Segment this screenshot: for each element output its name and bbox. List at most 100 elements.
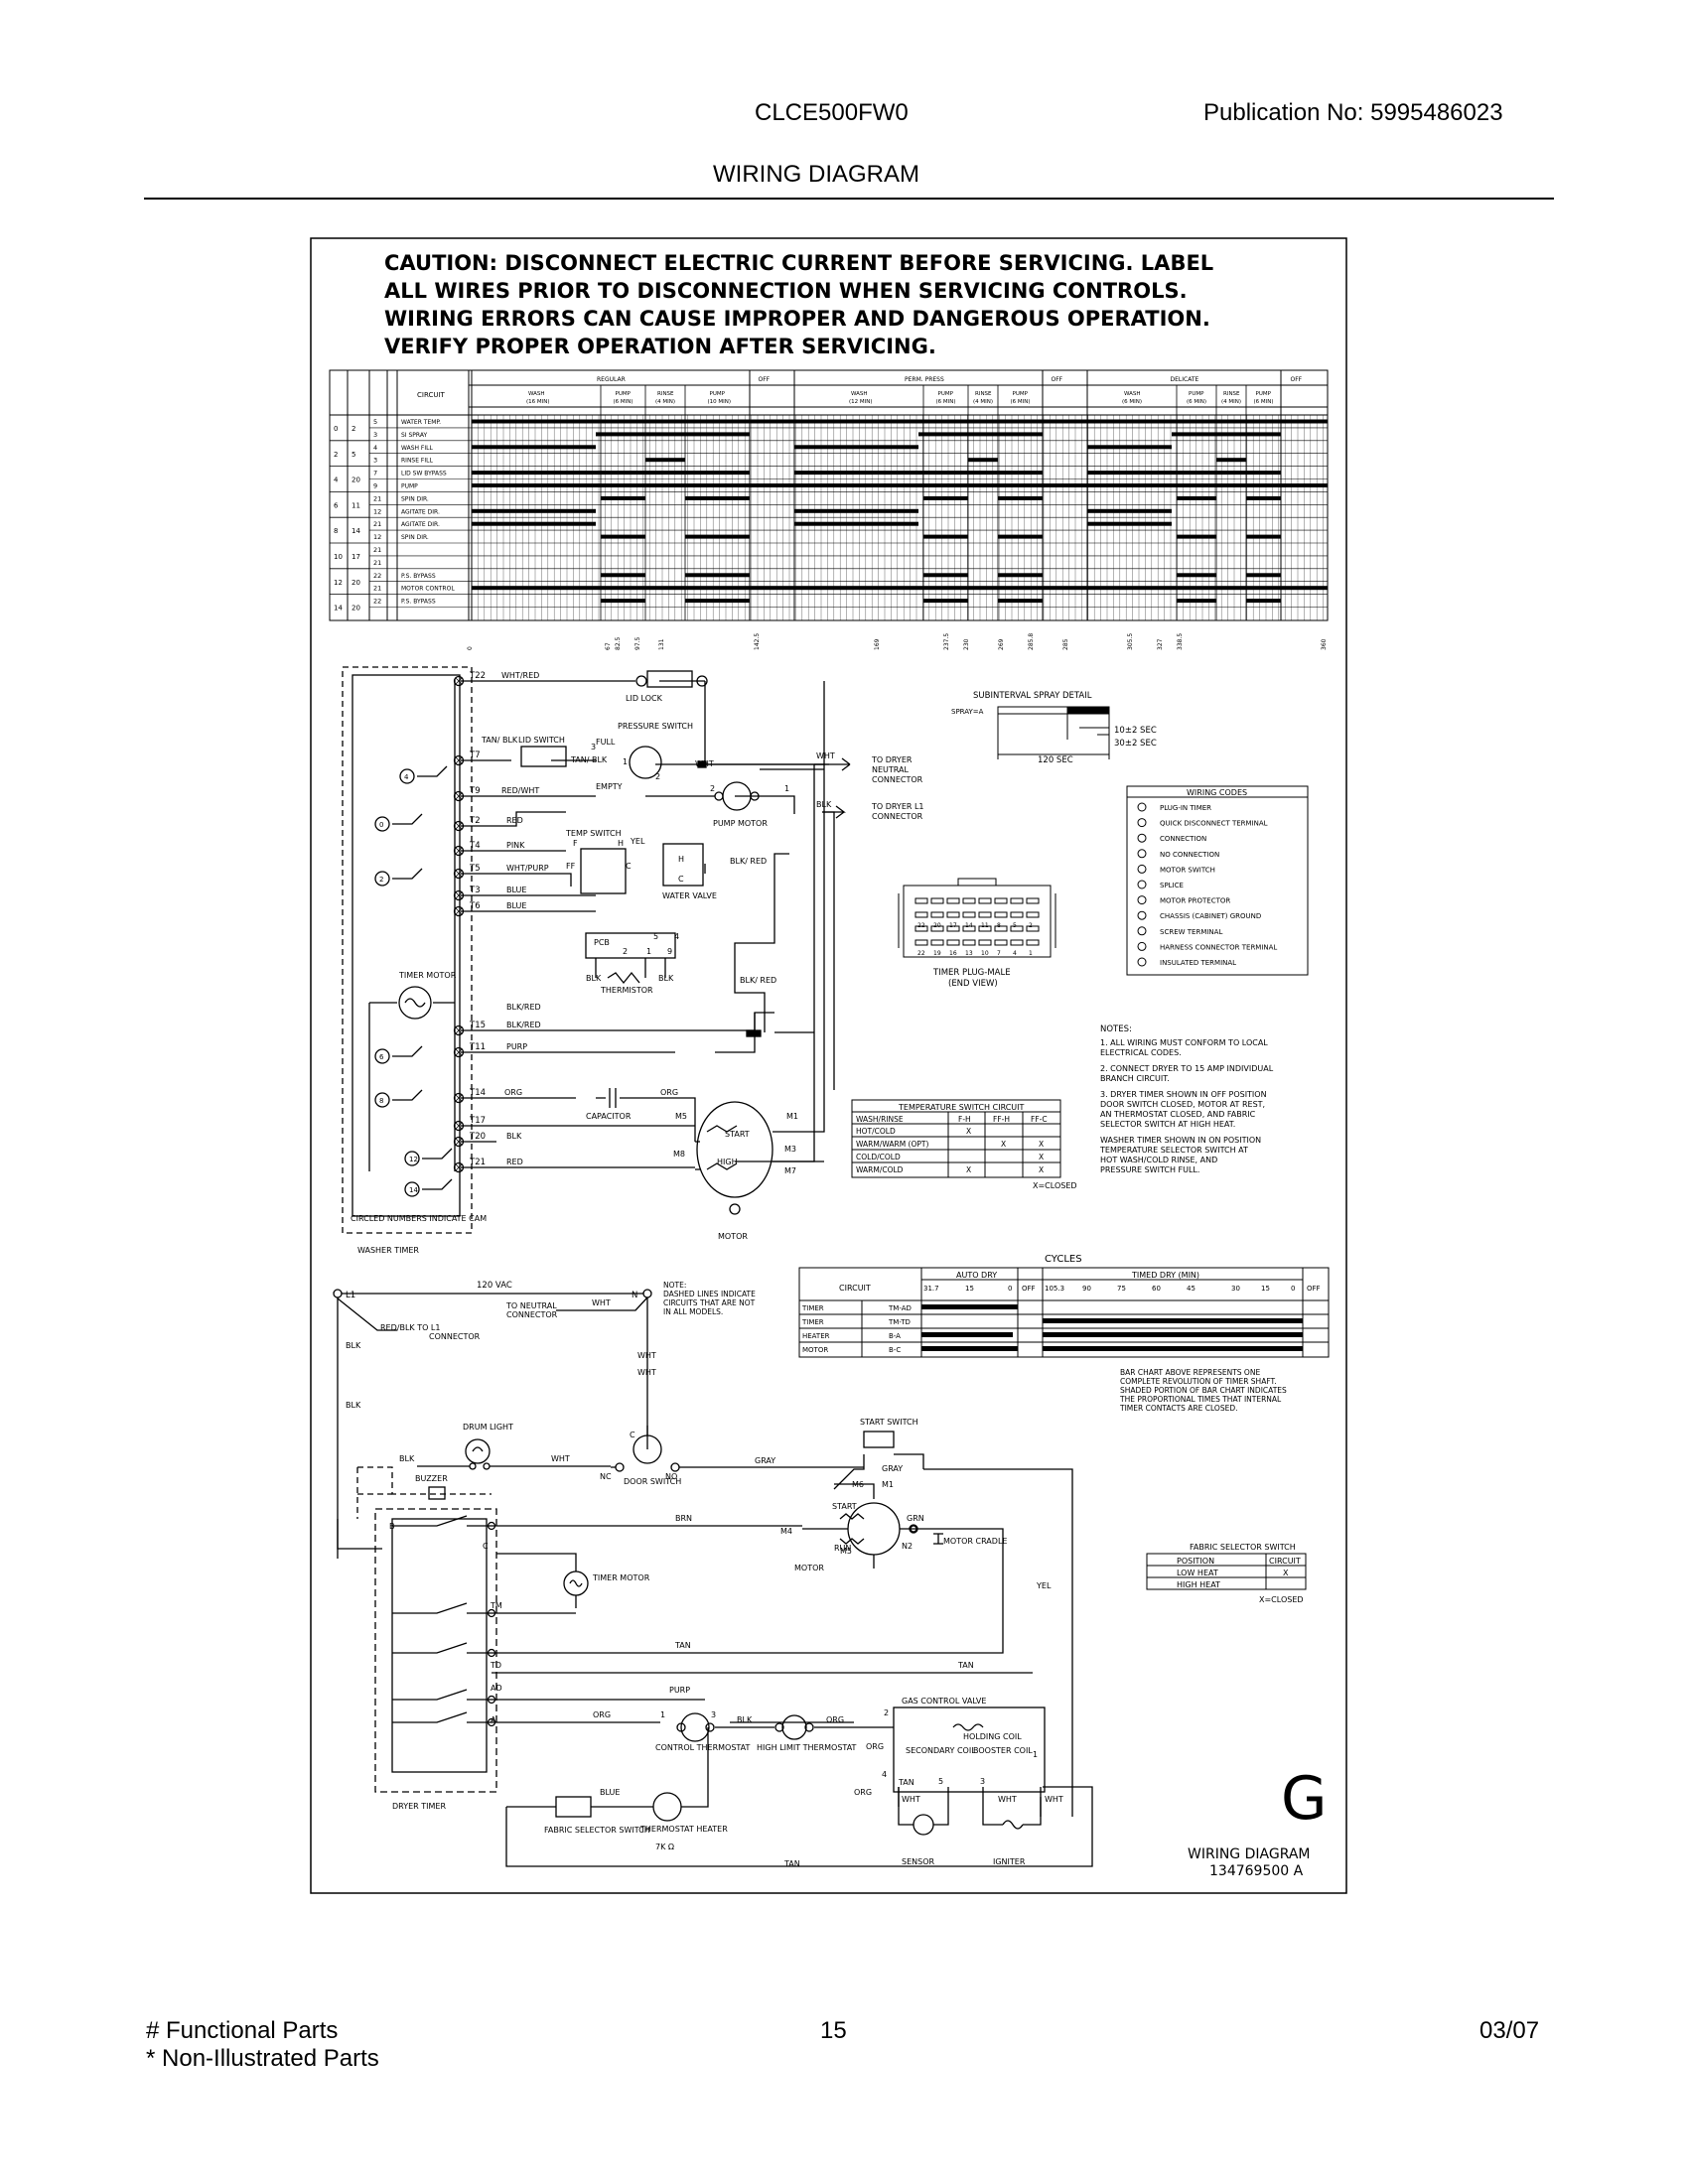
chart-circuit-label: AGITATE DIR. (401, 521, 440, 528)
chart-term: 22 (373, 572, 381, 580)
plug-pin-bottom: 1 (1029, 950, 1033, 957)
drum-light (465, 1438, 491, 1464)
chart-group: DELICATE (1171, 376, 1199, 383)
temp-table-header: WASH/RINSE (856, 1115, 904, 1124)
door-pin: NC (600, 1472, 612, 1481)
cycles-row-name: MOTOR (802, 1346, 828, 1354)
dryer-note: CIRCUITS THAT ARE NOT (663, 1298, 756, 1307)
svg-text:NEUTRAL: NEUTRAL (872, 765, 909, 774)
cycles-scale: 75 (1117, 1285, 1126, 1293)
chart-scale-tick: 82.5 (615, 636, 622, 650)
dryer-component-label: CONTROL THERMOSTAT (655, 1743, 751, 1752)
svg-text:PUMP: PUMP (938, 391, 954, 397)
chart-bar (1087, 445, 1172, 450)
cycles-scale: 0 (1008, 1285, 1012, 1293)
washer-wire-label: WHT (816, 751, 835, 760)
dryer-component-label: TIMER MOTOR (592, 1573, 650, 1582)
note-line: 1. ALL WIRING MUST CONFORM TO LOCAL (1100, 1038, 1268, 1047)
cycles-row-name: TIMER (801, 1318, 824, 1326)
chart-bar (472, 471, 750, 476)
holding-coil (952, 1723, 984, 1731)
to-dryer-l1: TO DRYER L1 (871, 802, 924, 811)
dryer-component-label: HOLDING COIL (963, 1732, 1022, 1741)
chart-pair-b: 11 (352, 501, 360, 509)
pcb-pin-label: 2 (623, 947, 628, 956)
svg-text:0: 0 (379, 821, 383, 829)
washer-component-label: MOTOR (718, 1232, 748, 1241)
dryer-component-label: IGNITER (993, 1857, 1026, 1866)
dryer-wire-label: WHT (592, 1298, 611, 1307)
motor-pin-label: M5 (675, 1112, 687, 1121)
plug-pin-bottom: 13 (965, 950, 973, 957)
cycles-bar (1043, 1332, 1303, 1337)
washer-terminal-label: T20 (469, 1132, 486, 1142)
washer-terminal-label: T17 (469, 1116, 486, 1126)
dryer-n: N (632, 1291, 637, 1300)
chart-bar (923, 573, 968, 578)
dryer-component-label: START (832, 1502, 857, 1511)
chart-bar (794, 445, 918, 450)
wiring-code-icon (1137, 941, 1147, 951)
header-rule (144, 198, 1554, 200)
temp-table-cell: X (966, 1165, 971, 1174)
dryer-to-neutral: TO NEUTRAL (505, 1301, 557, 1310)
fabric-header-position: POSITION (1177, 1557, 1214, 1566)
pcb-pin-label: 4 (674, 932, 679, 941)
chart-bar (998, 599, 1043, 604)
cycles-circuit: CIRCUIT (839, 1284, 871, 1293)
washer-terminal-label: T4 (469, 841, 481, 851)
start-switch (863, 1431, 895, 1448)
washer-component-label: CAPACITOR (586, 1112, 632, 1121)
chart-pair-a: 0 (334, 425, 338, 433)
dryer-timer-term: TM (490, 1601, 502, 1610)
lid-lock (646, 670, 693, 688)
note-line: ELECTRICAL CODES. (1100, 1048, 1182, 1057)
washer-timer-box (342, 666, 473, 1234)
plug-pin-top: 5 (1013, 922, 1017, 929)
chart-scale-tick: 327 (1157, 638, 1164, 650)
dryer-vac: 120 VAC (477, 1281, 512, 1291)
chart-bar (923, 599, 968, 604)
washer-component-label: EMPTY (596, 782, 623, 791)
motor-pin-label: M7 (784, 1166, 796, 1175)
cycles-bar (921, 1332, 1013, 1337)
fabric-header-circuit: CIRCUIT (1269, 1557, 1301, 1566)
wiring-codes-box (1126, 785, 1309, 976)
washer-wire-label: PURP (506, 1042, 527, 1051)
cycles-off-1: OFF (1022, 1285, 1036, 1293)
fabric-row-high: HIGH HEAT (1177, 1580, 1220, 1589)
washer-wire-label: PINK (506, 841, 525, 850)
svg-text:H: H (618, 839, 624, 848)
svg-text:3: 3 (591, 743, 596, 751)
temp-table-header: F-H (958, 1115, 971, 1124)
wiring-code-item: CONNECTION (1160, 835, 1206, 843)
wiring-code-icon (1137, 957, 1147, 967)
cycles-row-code: B-C (889, 1346, 901, 1354)
washer-wire-label: RED (506, 816, 523, 825)
chart-group: PERM. PRESS (905, 376, 944, 383)
svg-text:H: H (678, 855, 684, 864)
plug-pin-bottom: 16 (949, 950, 957, 957)
dryer-component-label: START SWITCH (860, 1418, 918, 1427)
dryer-wire-label: WHT (551, 1454, 570, 1463)
to-dryer-neutral: TO DRYER (871, 755, 913, 764)
dryer-note: NOTE: (663, 1281, 686, 1290)
svg-text:(4 MIN): (4 MIN) (1221, 399, 1241, 405)
chart-circuit-label: WATER TEMP. (401, 419, 441, 426)
note-line: 2. CONNECT DRYER TO 15 AMP INDIVIDUAL (1100, 1064, 1274, 1073)
footer-date: 03/07 (1479, 2017, 1540, 2044)
dryer-note: DASHED LINES INDICATE (663, 1290, 756, 1298)
igniter (1002, 1820, 1024, 1830)
thermostat-heater (652, 1792, 682, 1822)
washer-labels: T22T7T9T2T4T5T3T6T15T11T14T17T20T21WHT/R… (351, 671, 924, 1255)
plug-pin-bottom: 7 (997, 950, 1001, 957)
dryer-component-label: RUN (834, 1544, 851, 1553)
wiring-code-icon (1137, 910, 1147, 920)
chart-bar (998, 534, 1043, 539)
chart-bar (794, 471, 1043, 476)
pcb-pin-label: 5 (653, 932, 658, 941)
chart-bar (1246, 599, 1281, 604)
chart-term: 21 (373, 585, 381, 593)
chart-pair-b: 20 (352, 579, 360, 587)
